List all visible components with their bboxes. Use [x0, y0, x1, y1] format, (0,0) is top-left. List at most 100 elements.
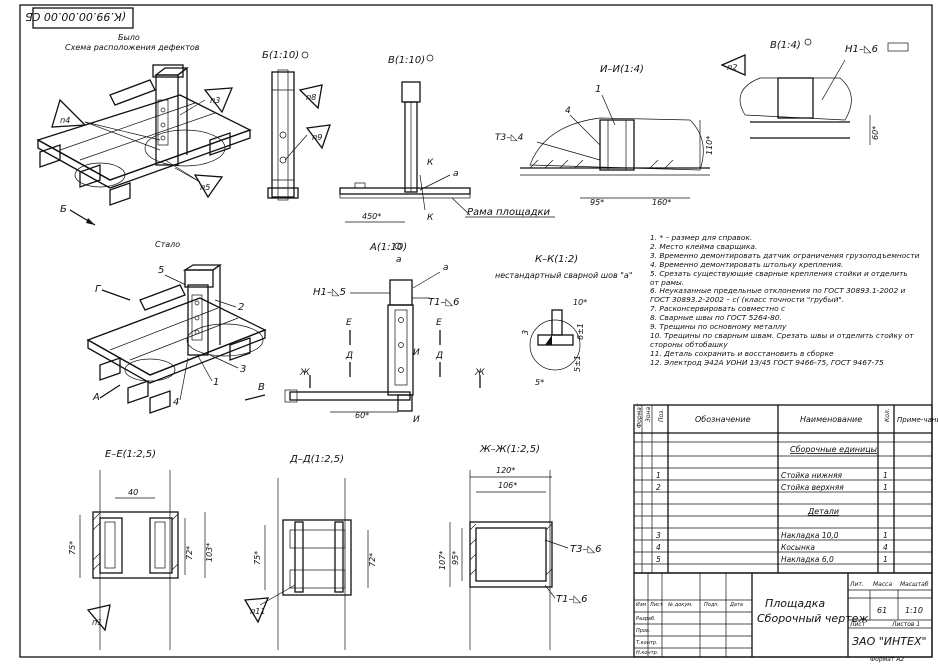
- dim-72: 72*: [185, 546, 194, 560]
- spec-h-qty: Кол.: [884, 408, 891, 422]
- note-line: 11. Деталь сохранить и восстановить в сб…: [650, 349, 834, 358]
- title-block: Изм Лист № докум. Подп. Дата Разраб. Про…: [633, 572, 933, 663]
- letter-i-top: И: [413, 348, 420, 358]
- tb-company: ЗАО "ИНТЕХ": [852, 635, 927, 648]
- spec-h-note: Приме-чание: [897, 416, 938, 424]
- letter-k-top: К: [427, 158, 434, 168]
- tb-name2: Сборочный чертеж: [757, 612, 868, 625]
- pos-2-became: 2: [238, 302, 244, 313]
- view-k: К–К(1:2) нестандартный сварной шов "а" 1…: [495, 254, 633, 387]
- callout-p9: п9: [312, 133, 322, 142]
- dim-107: 107*: [438, 551, 447, 570]
- tb-name1: Площадка: [765, 597, 825, 610]
- view-v-title: В(1:10): [388, 55, 425, 66]
- arrow-a-label: А: [92, 392, 100, 403]
- view-v2: В(1:4) Н1–◺6 п2 60*: [720, 38, 909, 145]
- tb-sheets: Листов 1: [891, 621, 920, 628]
- dim-75b: 75*: [253, 551, 262, 565]
- view-b: Б(1:10) п8 п9: [262, 50, 331, 201]
- spec-row-5-qty: 1: [883, 555, 888, 564]
- view-i-title: И–И(1:4): [600, 64, 644, 75]
- spec-row-4-pos: 4: [656, 543, 661, 552]
- tb-role-ncontr: Н.контр.: [636, 650, 658, 656]
- view-d: Д–Д(1:2,5) 75* 72* п11: [243, 454, 377, 650]
- dim-5b: 5±1: [573, 355, 582, 372]
- letter-d-left: Д: [345, 351, 353, 361]
- note-line: 12. Электрод Э42А УОНИ 13/45 ГОСТ 9466-7…: [650, 358, 884, 367]
- dim-10: 10*: [573, 298, 587, 307]
- note-line: 6. Неуказанные предельные отклонения по …: [650, 287, 906, 296]
- callout-p11: п11: [250, 607, 265, 616]
- dim-60b: 60*: [871, 126, 880, 140]
- dim-40: 40: [128, 488, 138, 497]
- pos-1-became: 1: [213, 377, 219, 388]
- tb-mass-h: Масса: [873, 581, 892, 588]
- letter-k-bot: К: [427, 213, 434, 223]
- view-a: А(1:10) Н1–◺5 Т1–◺6 а а Е Е Д Д Ж Ж И И …: [284, 242, 485, 425]
- note-line: 2. Место клейма сварщика.: [650, 242, 758, 251]
- dim-103: 103*: [205, 543, 214, 562]
- view-was-title: Было: [118, 33, 140, 42]
- rama-label: Рама площадки: [467, 207, 551, 218]
- tb-sheet: Лист: [849, 621, 866, 628]
- view-k-title: К–К(1:2): [535, 254, 578, 265]
- weld-t1b: Т1–◺6: [556, 594, 588, 605]
- spec-row-5-name: Накладка 6,0: [781, 555, 834, 564]
- tb-col-izm: Изм: [636, 602, 646, 608]
- callout-p8: п8: [306, 93, 316, 102]
- dim-75: 75*: [68, 541, 77, 555]
- tb-role-dev: Разраб.: [636, 616, 656, 622]
- weld-a-v: а: [453, 169, 459, 179]
- outer-frame: [19, 4, 933, 658]
- technical-notes: 1. * – размер для справок. 2. Место клей…: [650, 234, 930, 368]
- spec-row-3-pos: 3: [656, 531, 661, 540]
- view-e: Е–Е(1:2,5) 75* 72* 103* 40 п1: [68, 449, 214, 650]
- dim-95b: 95*: [451, 551, 460, 565]
- spec-row-4-qty: 4: [883, 543, 888, 552]
- dim-450: 450*: [362, 212, 381, 221]
- tb-role-tcontr: Т.контр.: [636, 640, 658, 646]
- pos-4-became: 4: [173, 397, 179, 408]
- weld-t3b: Т3–◺6: [570, 544, 602, 555]
- weld-h1-6-top: Н1–◺6: [845, 44, 878, 55]
- tb-scale-h: Масштаб: [900, 581, 929, 588]
- pos-4-i: 4: [565, 106, 571, 116]
- note-line: стороны обтобашку: [650, 340, 728, 349]
- view-became: Стало 5 2 3 1 4 Г А В: [86, 240, 267, 414]
- letter-e-right: Е: [436, 318, 442, 328]
- tb-col-list: Лист: [649, 602, 664, 608]
- note-line: 10. Трещины по сварным швам. Срезать швы…: [650, 331, 914, 340]
- letter-e-left: Е: [346, 318, 352, 328]
- dim-5: 5*: [535, 378, 544, 387]
- note-line: 3. Временно демонтировать датчик огранич…: [650, 251, 920, 260]
- spec-table: Формат Зона Поз. Обозначение Наименовани…: [633, 403, 938, 574]
- view-i: И–И(1:4) 1 4 Т3–◺4 95* 160* 110*: [495, 64, 714, 207]
- dim-106: 106*: [498, 481, 517, 490]
- spec-row-2-pos: 2: [656, 483, 661, 492]
- stamp-box: [32, 7, 134, 29]
- spec-h-pos: Поз.: [658, 409, 665, 422]
- spec-row-1-name: Стойка нижняя: [781, 471, 843, 480]
- tb-col-date: Дата: [729, 602, 743, 608]
- view-zh: Ж–Ж(1:2,5) 120* 106* 107* 95* Т3–◺6 Т1–◺…: [438, 444, 602, 650]
- letter-i-bot: И: [413, 415, 420, 425]
- dim-6: 6±1: [576, 323, 585, 340]
- tb-lit-h: Лит.: [849, 581, 864, 588]
- spec-row-5-pos: 5: [656, 555, 661, 564]
- note-line: 9. Трещины по основному металлу: [650, 323, 787, 332]
- view-a-title: А(1:10): [369, 242, 407, 253]
- letter-d-right: Д: [435, 351, 443, 361]
- callout-p1: п1: [92, 618, 102, 627]
- callout-p5: п5: [200, 183, 210, 192]
- weld-a-top: а: [396, 255, 402, 265]
- callout-p3: п3: [210, 96, 220, 105]
- dim-95: 95*: [590, 198, 604, 207]
- spec-h-name: Наименование: [800, 415, 862, 424]
- tb-col-sign: Подп.: [704, 602, 719, 608]
- note-line: ГОСТ 30893.2-2002 – с( (класс точности "…: [650, 296, 845, 305]
- spec-section-parts: Детали: [807, 507, 839, 516]
- view-e-title: Е–Е(1:2,5): [105, 449, 156, 460]
- spec-h-designation: Обозначение: [695, 415, 751, 424]
- note-line: 4. Временно демонтировать штольку крепле…: [650, 260, 844, 269]
